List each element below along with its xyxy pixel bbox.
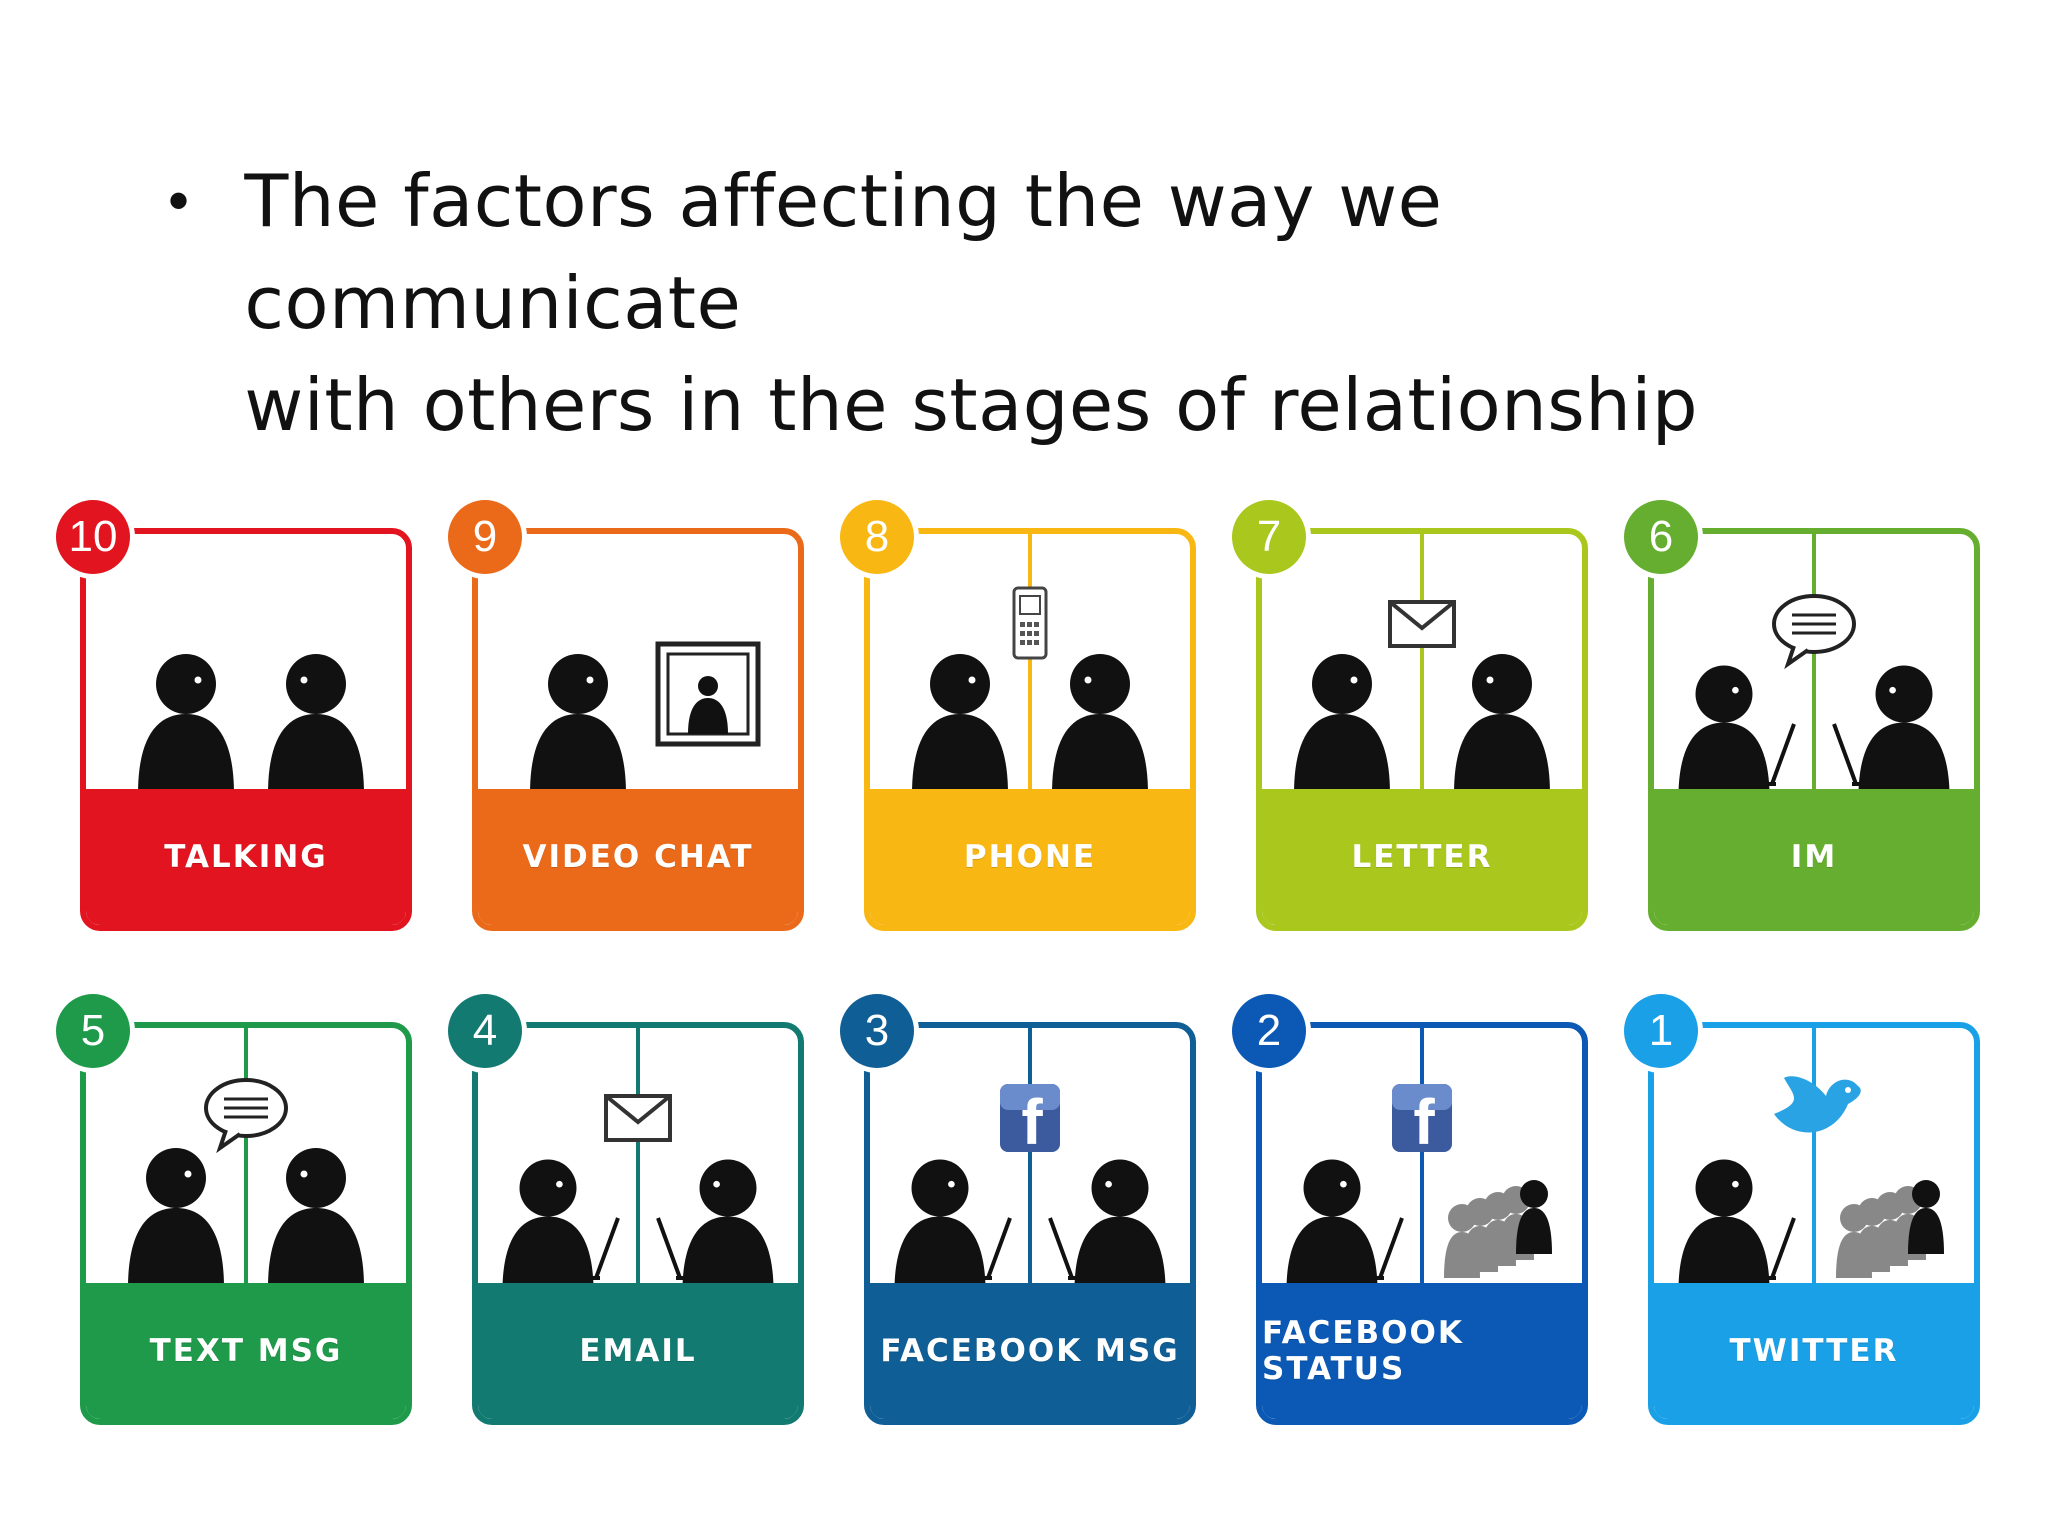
scene-divider bbox=[1812, 534, 1816, 789]
bullet-list: • The factors affecting the way we commu… bbox=[168, 150, 1928, 456]
card-label: PHONE bbox=[963, 839, 1097, 875]
rank-badge: 8 bbox=[840, 500, 914, 574]
card-label-band: TEXT MSG bbox=[86, 1283, 406, 1419]
card-label: EMAIL bbox=[579, 1333, 697, 1369]
ranking-card: LETTER 7 bbox=[1232, 500, 1594, 931]
card-frame: TWITTER bbox=[1648, 1022, 1980, 1425]
scene-divider bbox=[1028, 1028, 1032, 1283]
ranking-card: TALKING 10 bbox=[56, 500, 418, 931]
card-illustration: f bbox=[870, 1028, 1190, 1283]
card-frame: TEXT MSG bbox=[80, 1022, 412, 1425]
card-label-band: PHONE bbox=[870, 789, 1190, 925]
bullet-line-1: The factors affecting the way we communi… bbox=[244, 159, 1443, 345]
card-label-band: VIDEO CHAT bbox=[478, 789, 798, 925]
svg-text:f: f bbox=[1021, 1086, 1043, 1158]
card-label: LETTER bbox=[1351, 839, 1493, 875]
rank-badge: 5 bbox=[56, 994, 130, 1068]
card-illustration: f bbox=[1262, 1028, 1582, 1283]
card-label-band: TWITTER bbox=[1654, 1283, 1974, 1419]
facebook-icon: f bbox=[1286, 1084, 1552, 1283]
card-label: VIDEO CHAT bbox=[522, 839, 754, 875]
svg-text:f: f bbox=[1413, 1086, 1435, 1158]
rank-badge: 2 bbox=[1232, 994, 1306, 1068]
scene-divider bbox=[636, 1028, 640, 1283]
rank-badge: 1 bbox=[1624, 994, 1698, 1068]
card-illustration bbox=[870, 534, 1190, 789]
card-illustration bbox=[1654, 534, 1974, 789]
card-frame: VIDEO CHAT bbox=[472, 528, 804, 931]
ranking-card: TWITTER 1 bbox=[1624, 994, 1986, 1425]
card-frame: PHONE bbox=[864, 528, 1196, 931]
card-illustration bbox=[86, 1028, 406, 1283]
card-label-band: EMAIL bbox=[478, 1283, 798, 1419]
card-label: FACEBOOK STATUS bbox=[1262, 1315, 1464, 1387]
rank-badge: 10 bbox=[56, 500, 130, 574]
scene-divider bbox=[1028, 534, 1032, 789]
card-label: TALKING bbox=[164, 839, 328, 875]
card-illustration bbox=[478, 534, 798, 789]
scene-divider bbox=[1420, 1028, 1424, 1283]
card-frame: TALKING bbox=[80, 528, 412, 931]
bullet-text: The factors affecting the way we communi… bbox=[244, 150, 1928, 456]
chat-bubble-icon bbox=[128, 1078, 364, 1283]
ranking-card: TEXT MSG 5 bbox=[56, 994, 418, 1425]
card-label-band: FACEBOOK STATUS bbox=[1262, 1283, 1582, 1419]
rank-badge: 6 bbox=[1624, 500, 1698, 574]
card-illustration bbox=[1654, 1028, 1974, 1283]
two-people-talking-icon bbox=[138, 654, 364, 789]
rank-badge: 3 bbox=[840, 994, 914, 1068]
card-illustration bbox=[1262, 534, 1582, 789]
envelope-icon bbox=[1294, 600, 1550, 789]
rank-badge: 4 bbox=[448, 994, 522, 1068]
facebook-icon: f bbox=[894, 1084, 1166, 1283]
bullet-line-2: with others in the stages of relationshi… bbox=[244, 363, 1699, 447]
card-label-band: TALKING bbox=[86, 789, 406, 925]
twitter-bird-icon bbox=[1678, 1076, 1944, 1283]
video-screen-icon bbox=[530, 641, 761, 789]
card-label-band: FACEBOOK MSG bbox=[870, 1283, 1190, 1419]
envelope-icon bbox=[502, 1094, 774, 1283]
card-label-band: IM bbox=[1654, 789, 1974, 925]
card-label: TEXT MSG bbox=[149, 1333, 343, 1369]
ranking-card: VIDEO CHAT 9 bbox=[448, 500, 810, 931]
bullet-item: • The factors affecting the way we commu… bbox=[168, 150, 1928, 456]
rank-badge: 9 bbox=[448, 500, 522, 574]
card-frame: LETTER bbox=[1256, 528, 1588, 931]
ranking-card: EMAIL 4 bbox=[448, 994, 810, 1425]
mobile-phone-icon bbox=[912, 586, 1148, 789]
chat-bubble-icon bbox=[1678, 594, 1950, 789]
ranking-card: IM 6 bbox=[1624, 500, 1986, 931]
rank-badge: 7 bbox=[1232, 500, 1306, 574]
card-label: TWITTER bbox=[1729, 1333, 1899, 1369]
card-frame: EMAIL bbox=[472, 1022, 804, 1425]
card-illustration bbox=[86, 534, 406, 789]
scene-divider bbox=[1812, 1028, 1816, 1283]
card-frame: IM bbox=[1648, 528, 1980, 931]
card-illustration bbox=[478, 1028, 798, 1283]
card-label: FACEBOOK MSG bbox=[880, 1333, 1180, 1369]
card-label-band: LETTER bbox=[1262, 789, 1582, 925]
card-label: IM bbox=[1790, 839, 1838, 875]
scene-divider bbox=[244, 1028, 248, 1283]
ranking-card: PHONE 8 bbox=[840, 500, 1202, 931]
scene-divider bbox=[1420, 534, 1424, 789]
bullet-dot-icon: • bbox=[168, 167, 190, 234]
